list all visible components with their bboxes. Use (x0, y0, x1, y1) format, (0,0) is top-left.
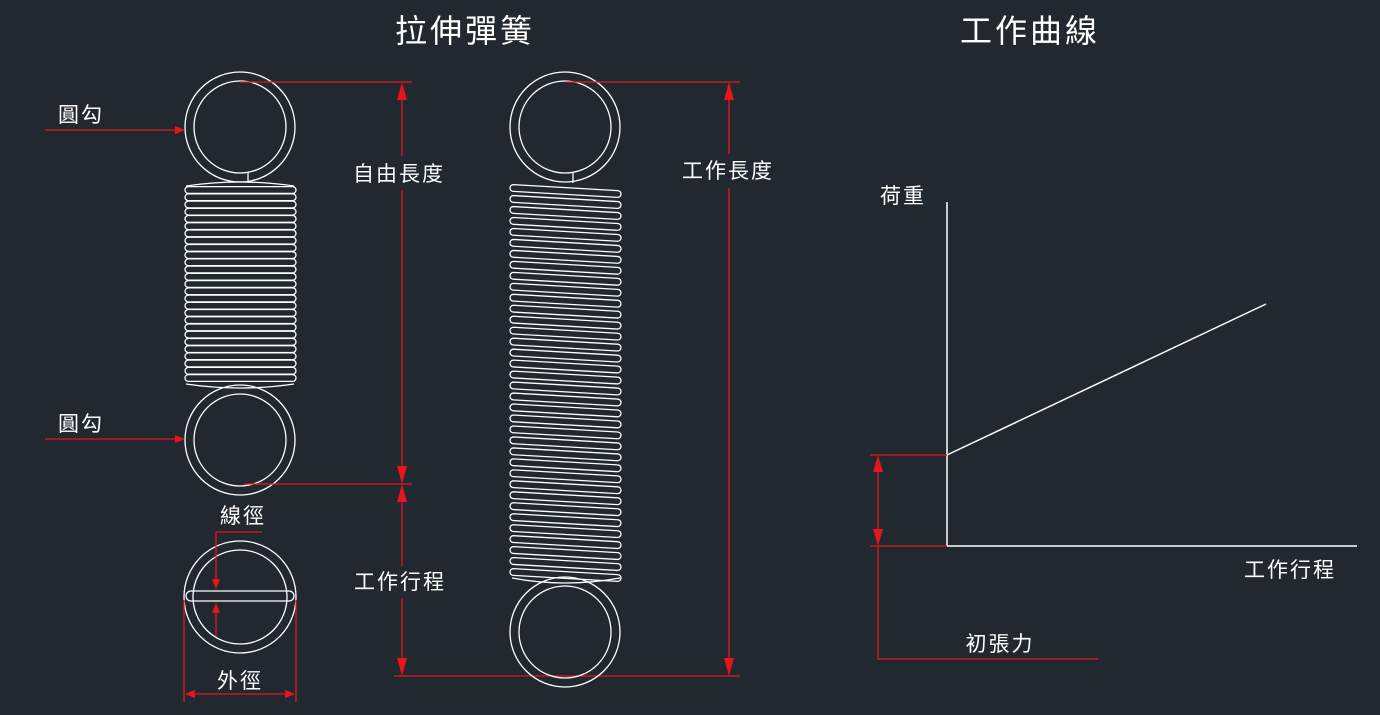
top-hook-outer (184, 71, 296, 183)
label-wire-diameter: 線徑 (220, 504, 266, 528)
label-working-stroke: 工作行程 (354, 570, 446, 594)
coil (184, 236, 297, 245)
stretched-top-hook-inner (518, 80, 612, 174)
label-working-length: 工作長度 (682, 159, 774, 183)
stretched-bottom-hook-inner (518, 585, 612, 679)
coil (184, 316, 297, 325)
coil (184, 265, 297, 274)
coil (184, 258, 297, 267)
coil (184, 330, 297, 339)
coil (184, 352, 297, 361)
coil (509, 567, 622, 583)
coil (184, 294, 297, 303)
coil (509, 403, 622, 418)
working-curve (870, 202, 1357, 660)
coil (509, 249, 622, 264)
coil (509, 502, 622, 517)
coil (184, 214, 297, 223)
bottom-hook-outer (184, 384, 296, 496)
free-spring (184, 71, 297, 496)
coil (509, 524, 622, 539)
coil (184, 345, 297, 354)
coil (184, 243, 297, 252)
coil (509, 425, 622, 440)
coil (509, 392, 622, 407)
coil (509, 183, 622, 199)
coil (184, 323, 297, 332)
coil (509, 546, 622, 561)
label-curve-working-stroke: 工作行程 (1244, 558, 1336, 582)
coil (509, 480, 622, 495)
label-round-hook-top: 圓勾 (58, 103, 104, 127)
title-extension-spring: 拉伸彈簧 (395, 12, 535, 50)
coil (509, 315, 622, 330)
coil (509, 271, 622, 286)
dimension-working-stroke (394, 484, 740, 677)
coil (184, 279, 297, 289)
coil (509, 370, 622, 385)
coil (509, 205, 622, 220)
coil (184, 193, 297, 202)
stretched-spring (509, 71, 622, 688)
coil (184, 287, 297, 296)
stretched-bottom-hook-outer (509, 576, 621, 688)
coil (509, 326, 622, 341)
coil (184, 207, 297, 216)
coil-lead-top (185, 181, 295, 187)
coil (184, 200, 297, 209)
free-spring-coils (184, 181, 297, 389)
bottom-hook-inner (193, 393, 287, 487)
coil (509, 216, 622, 231)
coil (509, 556, 622, 572)
coil (509, 513, 622, 528)
coil (509, 293, 622, 308)
coil (184, 366, 297, 375)
load-line (946, 303, 1267, 456)
coil (509, 260, 622, 275)
coil (509, 491, 622, 506)
label-round-hook-bottom: 圓勾 (58, 412, 104, 436)
label-initial-tension: 初張力 (966, 632, 1035, 656)
coil (184, 229, 297, 238)
label-outer-diameter: 外徑 (217, 669, 263, 693)
coil (509, 227, 622, 242)
coil (509, 238, 622, 253)
coil (509, 194, 622, 210)
dimension-working-length (566, 81, 740, 676)
coil-lead-bottom (185, 383, 295, 389)
label-free-length: 自由長度 (353, 162, 445, 186)
spring-cross-section (183, 531, 297, 702)
coil (509, 337, 622, 352)
coil (509, 436, 622, 451)
coil (184, 373, 297, 383)
coil (509, 381, 622, 396)
coil (184, 308, 297, 317)
coil (184, 222, 297, 231)
initial-tension-leader (877, 546, 1098, 660)
coil (184, 185, 297, 195)
label-load: 荷重 (880, 184, 926, 208)
coil (509, 447, 622, 462)
title-working-curve: 工作曲線 (960, 12, 1100, 50)
coil (509, 535, 622, 550)
coil (184, 251, 297, 260)
coil (184, 301, 297, 310)
coil (184, 272, 297, 281)
coil-lead-bottom (511, 577, 621, 584)
stretched-top-hook-outer (509, 71, 621, 183)
dimension-free-length (240, 81, 412, 485)
coil (509, 304, 622, 319)
coil (509, 359, 622, 374)
coil (509, 469, 622, 484)
coil (184, 337, 297, 346)
coil (509, 282, 622, 297)
coil (509, 458, 622, 473)
top-hook-inner (193, 80, 287, 174)
stretched-spring-coils (509, 183, 622, 584)
coil (184, 359, 297, 368)
coil (509, 348, 622, 363)
coil (509, 414, 622, 429)
